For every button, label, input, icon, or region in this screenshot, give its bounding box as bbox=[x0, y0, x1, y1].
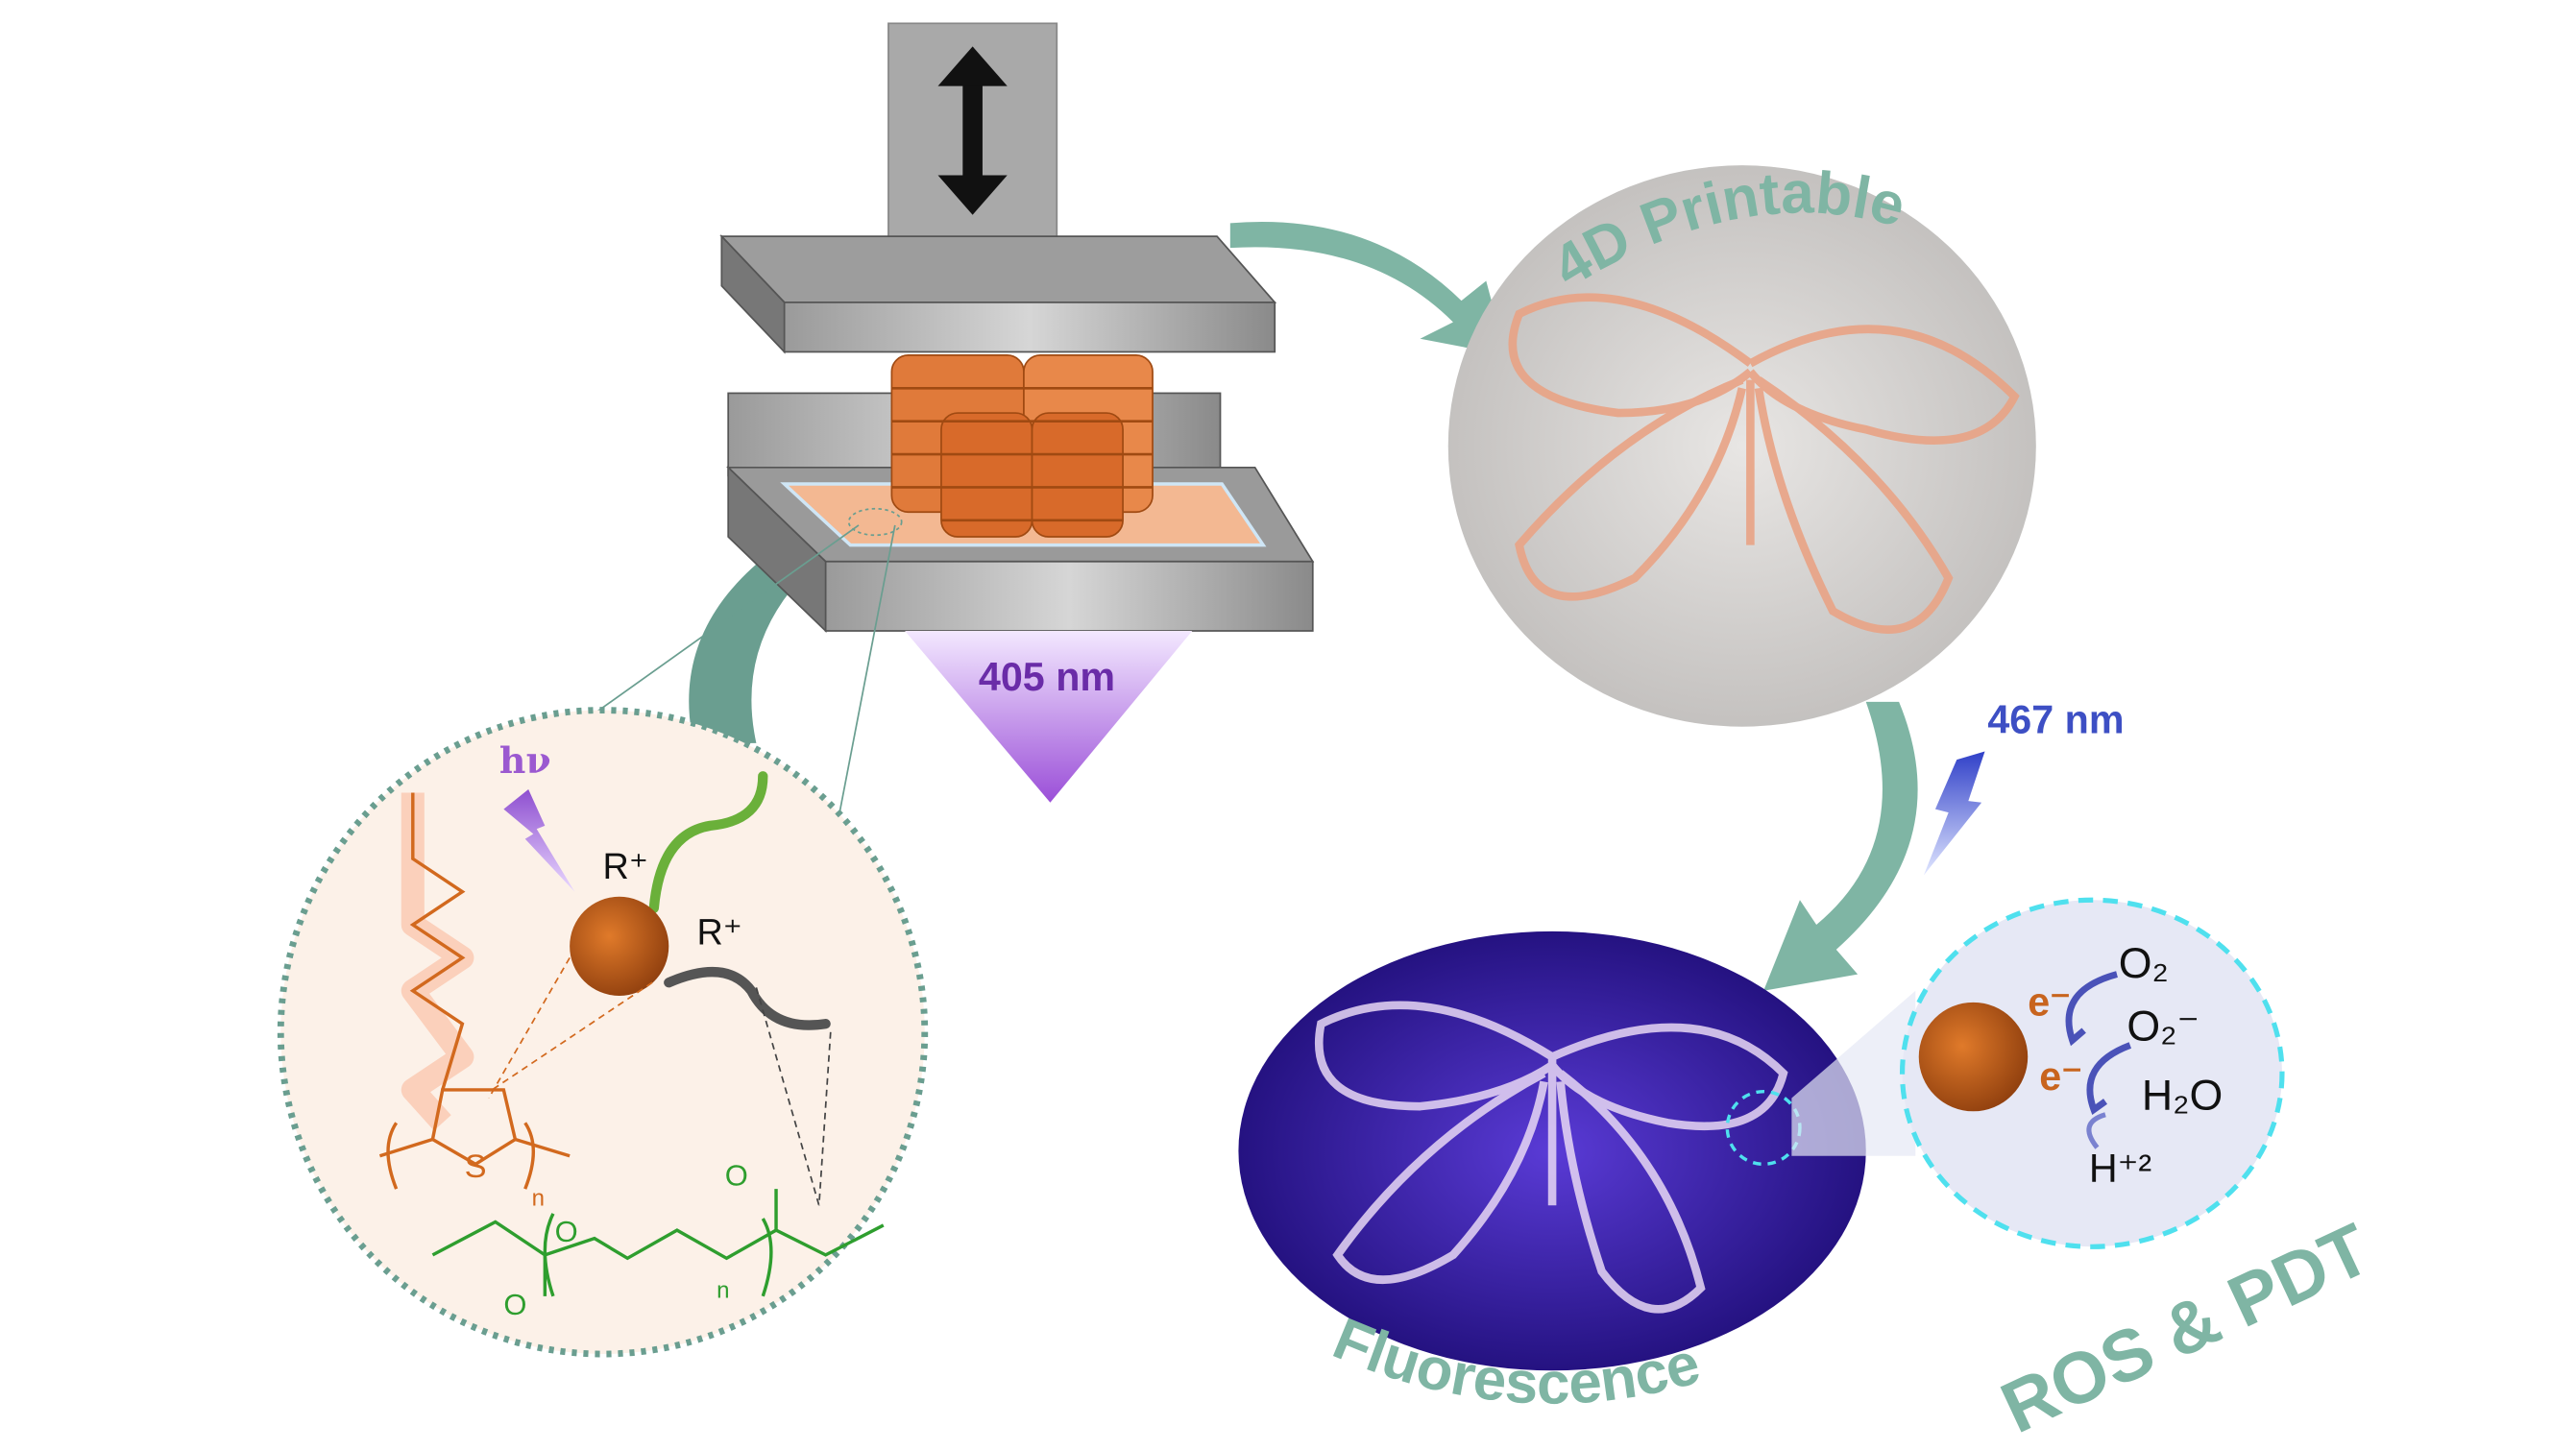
electron-label: e⁻ bbox=[2039, 1054, 2082, 1099]
proton-label: H⁺² bbox=[2089, 1147, 2151, 1191]
wavelength-label: 405 nm bbox=[979, 655, 1115, 699]
nanoparticle bbox=[1918, 1002, 2029, 1112]
flow-arrow-fluorescence bbox=[1763, 701, 1918, 991]
lightning-icon bbox=[503, 789, 575, 892]
ros-inset: e⁻ e⁻ O₂ O₂⁻ H₂O H⁺² bbox=[1899, 897, 2285, 1249]
sulfur-label: S bbox=[465, 1148, 487, 1185]
electron-label: e⁻ bbox=[2028, 980, 2071, 1025]
uv-light-cone bbox=[905, 631, 1193, 803]
photon-label: hν bbox=[499, 738, 551, 782]
printable-butterfly-photo bbox=[1447, 165, 2036, 727]
repeat-n-label: n bbox=[532, 1185, 545, 1211]
radical-label: R⁺ bbox=[697, 913, 742, 954]
p3ht-structure bbox=[378, 792, 571, 1190]
flow-arrow-zoom bbox=[689, 548, 810, 743]
polymer-chain-green bbox=[648, 771, 768, 913]
printer: 405 nm bbox=[719, 22, 1315, 803]
radical-label: R⁺ bbox=[603, 847, 648, 887]
polymer-chain-gray bbox=[664, 967, 831, 1030]
oxygen-label: O bbox=[725, 1159, 748, 1193]
lightning-icon bbox=[1923, 751, 1985, 876]
pcl-diacrylate-structure bbox=[431, 1189, 885, 1297]
nanoparticle bbox=[570, 896, 669, 996]
double-arrow-icon bbox=[937, 46, 1008, 215]
oxygen-label: O bbox=[503, 1288, 526, 1321]
superoxide-label: O₂⁻ bbox=[2126, 1003, 2199, 1050]
repeat-n-label: n bbox=[717, 1278, 729, 1304]
ros-pdt-label: ROS & PDT bbox=[1990, 1209, 2383, 1449]
oxygen-label: O bbox=[555, 1215, 578, 1248]
printed-structure bbox=[890, 354, 1154, 538]
chemistry-inset: S n O O O n hν R⁺ R⁺ bbox=[277, 707, 929, 1358]
fluorescence-butterfly-photo bbox=[1238, 930, 1866, 1371]
oxygen-label: O₂ bbox=[2119, 940, 2169, 987]
excitation-label: 467 nm bbox=[1987, 698, 2124, 742]
water-label: H₂O bbox=[2142, 1073, 2223, 1120]
